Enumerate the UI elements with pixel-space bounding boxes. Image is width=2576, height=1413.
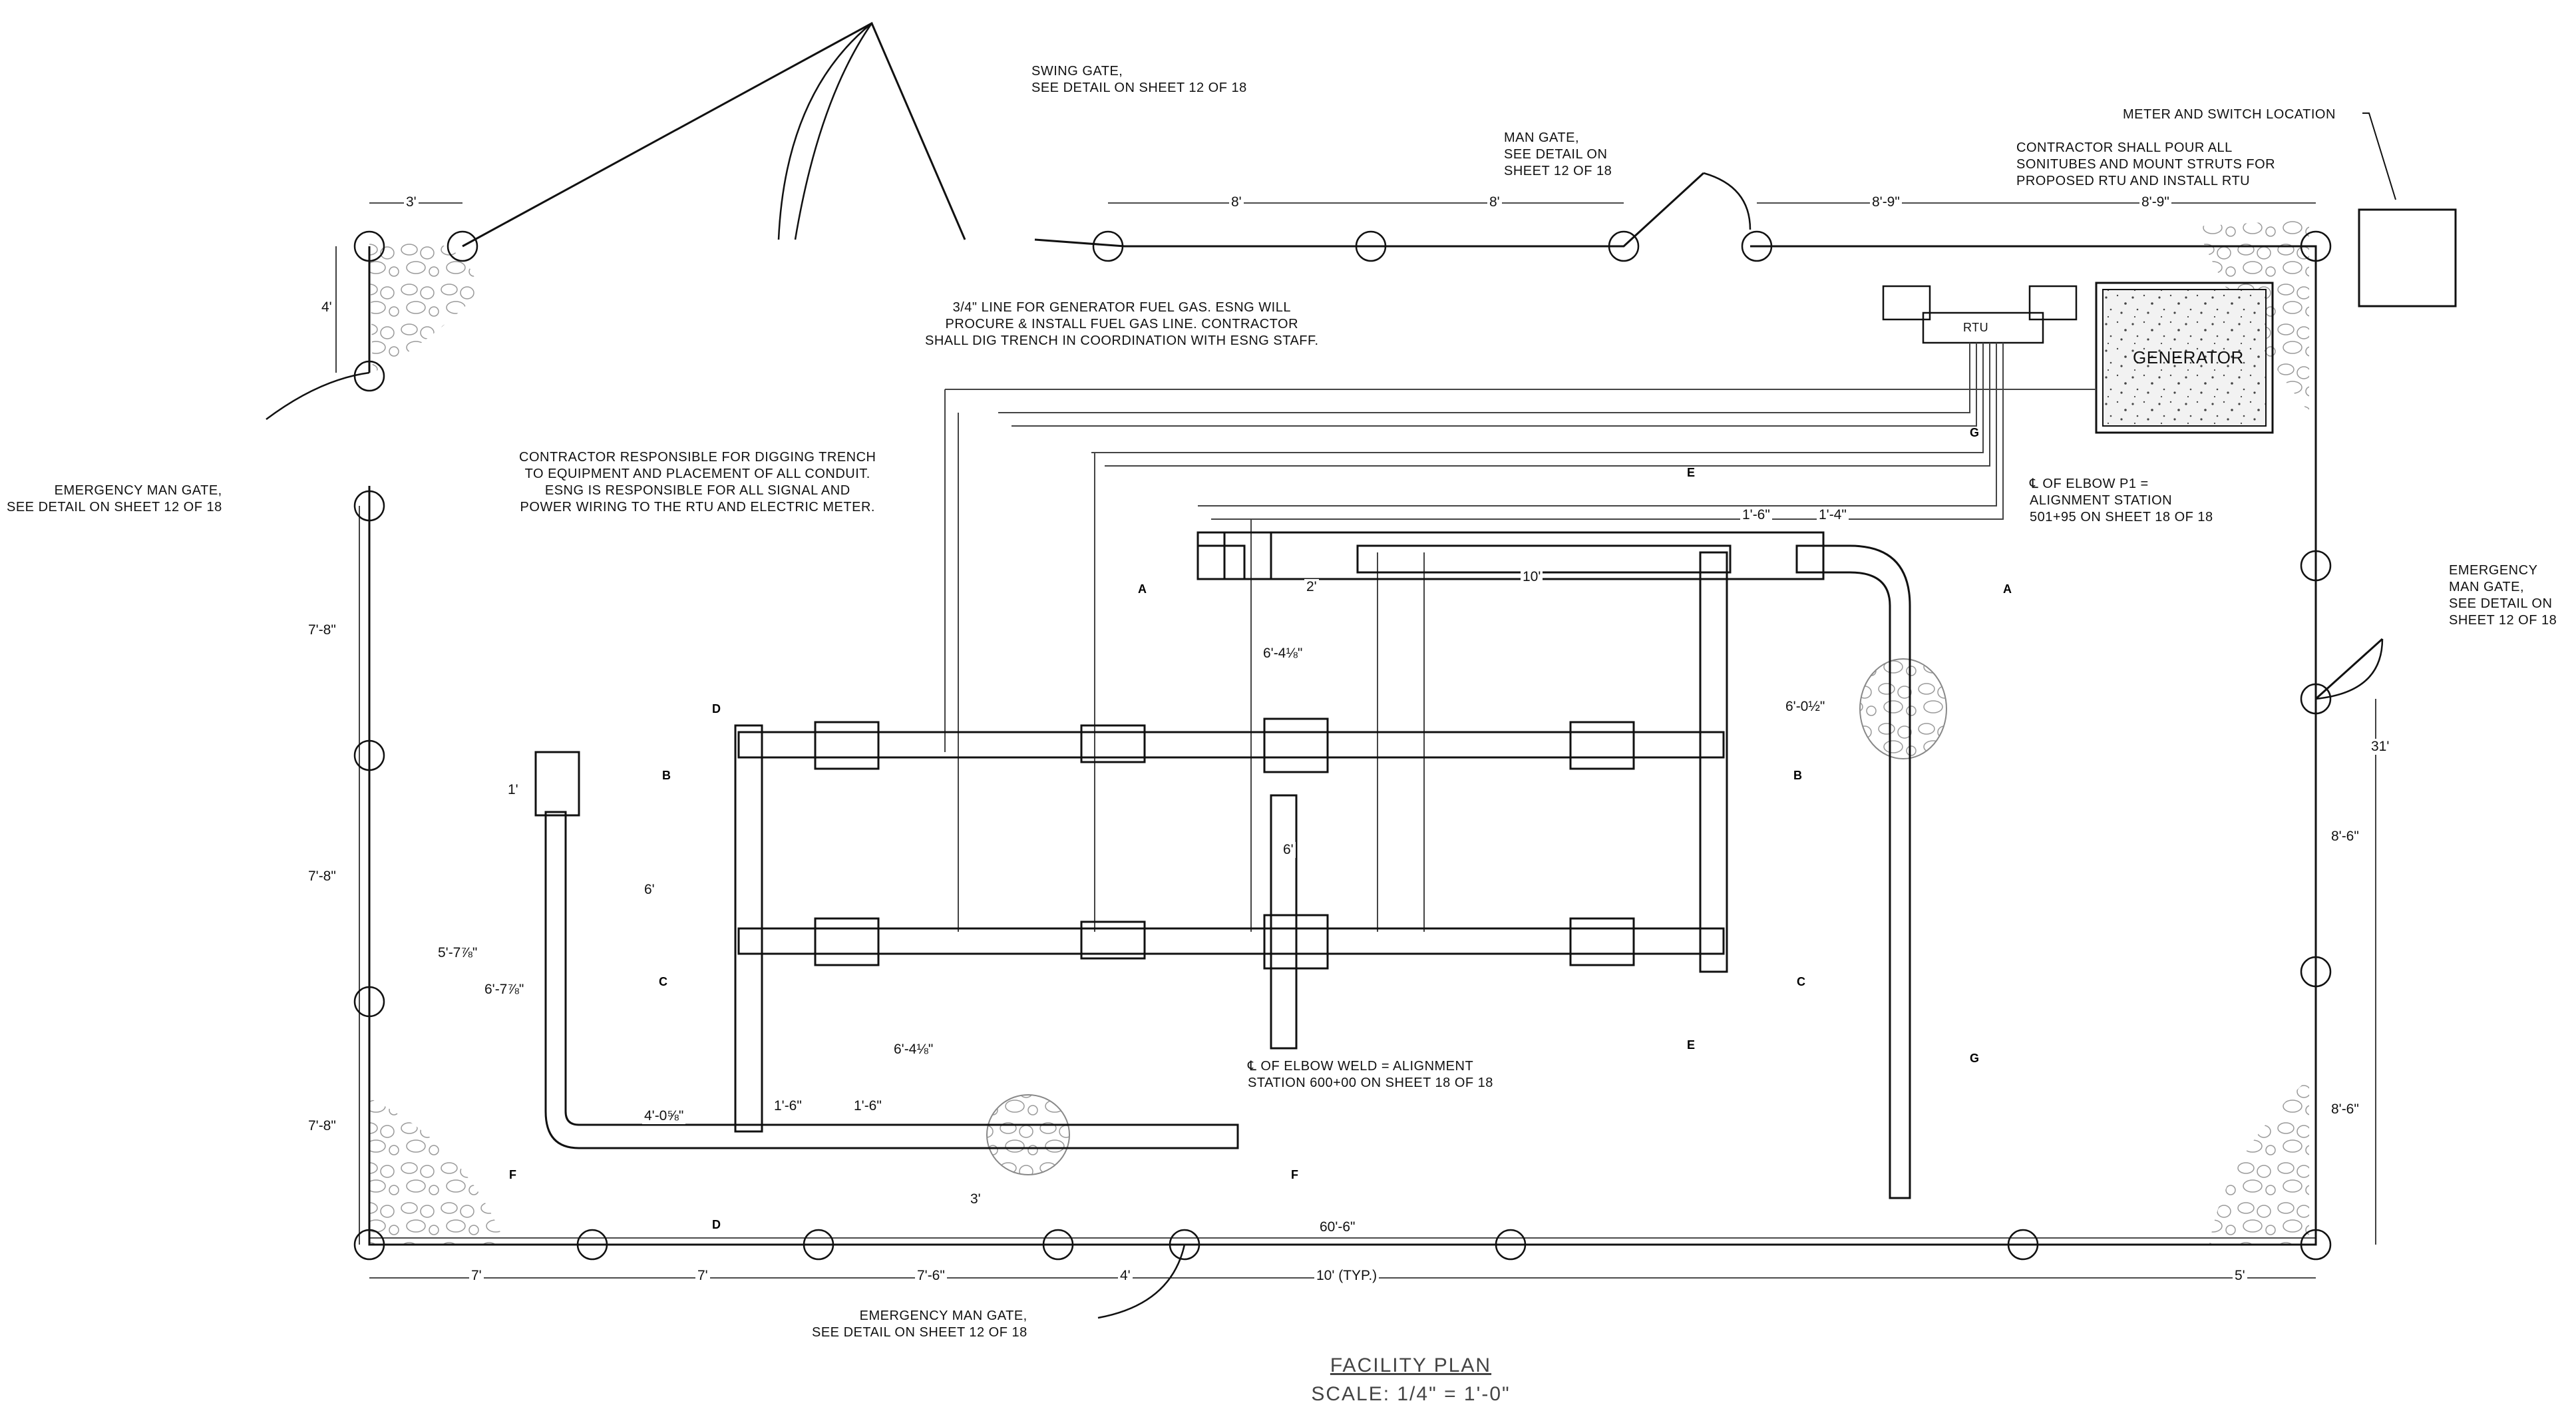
callout-trench: CONTRACTOR RESPONSIBLE FOR DIGGING TRENC…	[519, 450, 876, 514]
section-tag-g-top: G	[1970, 426, 1980, 439]
dim-pipe-6b: 6'	[642, 882, 657, 898]
dim-bottom-4: 4'	[1118, 1268, 1133, 1284]
dim-overall-60-6: 60'-6"	[1318, 1219, 1358, 1235]
section-tag-e-bottom: E	[1687, 1038, 1696, 1052]
section-tag-c-right: C	[1797, 975, 1805, 988]
dim-pipe-3: 3'	[968, 1191, 983, 1207]
rtu-unit	[1882, 285, 2078, 344]
dim-top-8-9b: 8'-9"	[2139, 194, 2171, 210]
section-tag-g-bottom: G	[1970, 1052, 1980, 1065]
dim-pipe-1-6c: 1'-6"	[852, 1098, 884, 1114]
callout-emergency-gate-right: EMERGENCY MAN GATE, SEE DETAIL ON SHEET …	[2449, 563, 2557, 628]
dim-pipe-1-6b: 1'-6"	[772, 1098, 804, 1114]
dim-left-4: 4'	[319, 300, 334, 315]
section-tag-f-right: F	[1291, 1168, 1298, 1181]
dim-top-3: 3'	[404, 194, 419, 210]
section-tag-c-left: C	[659, 975, 667, 988]
section-tag-d-bottom: D	[712, 1218, 721, 1231]
dim-pipe-1: 1'	[506, 782, 520, 798]
dim-right-8-6a: 8'-6"	[2329, 829, 2361, 845]
section-tag-b-right: B	[1793, 769, 1802, 782]
dim-pipe-1-6a: 1'-6"	[1740, 507, 1772, 523]
dim-top-8b: 8'	[1487, 194, 1502, 210]
valves-flanges	[534, 531, 1635, 970]
dim-top-8a: 8'	[1229, 194, 1244, 210]
callout-fuel-gas: 3/4" LINE FOR GENERATOR FUEL GAS. ESNG W…	[925, 300, 1319, 348]
dim-bottom-7a: 7'	[469, 1268, 484, 1284]
dim-bottom-10: 10' (TYP.)	[1314, 1268, 1380, 1284]
conduit-lines	[944, 343, 2096, 932]
dim-bottom-5: 5'	[2233, 1268, 2247, 1284]
drawing-title: FACILITY PLAN	[1330, 1354, 1492, 1376]
dim-top-8-9a: 8'-9"	[1870, 194, 1902, 210]
dim-right-31: 31'	[2369, 739, 2392, 755]
dim-pipe-1-4: 1'-4"	[1817, 507, 1849, 523]
dim-pipe-6-4: 6'-4⅛"	[1261, 646, 1305, 662]
section-tag-d-top: D	[712, 702, 721, 715]
callout-emergency-gate-left: EMERGENCY MAN GATE, SEE DETAIL ON SHEET …	[7, 483, 222, 514]
dim-pipe-10: 10'	[1521, 569, 1543, 585]
dim-pipe-2: 2'	[1304, 579, 1319, 595]
stone-areas	[369, 220, 2309, 1245]
rtu-label: RTU	[1963, 321, 1989, 334]
dim-bottom-7-6: 7'-6"	[915, 1268, 947, 1284]
section-tag-b-left: B	[662, 769, 671, 782]
callout-meter-switch: METER AND SWITCH LOCATION	[2123, 107, 2336, 122]
dim-left-7-8b: 7'-8"	[306, 869, 338, 885]
callout-swing-gate: SWING GATE, SEE DETAIL ON SHEET 12 OF 18	[1031, 64, 1247, 95]
generator-label: GENERATOR	[2133, 347, 2244, 367]
generator-pad	[2095, 282, 2274, 434]
dim-right-8-6b: 8'-6"	[2329, 1102, 2361, 1117]
fence-posts	[353, 230, 2332, 1261]
dim-bottom-7b: 7'	[695, 1268, 710, 1284]
dim-pipe-6-0: 6'-0½"	[1783, 699, 1827, 715]
dim-pipe-4-0: 4'-0⅝"	[642, 1108, 686, 1124]
dim-pipe-6a: 6'	[1281, 842, 1296, 858]
gate-swings	[266, 23, 2384, 1319]
callout-man-gate: MAN GATE, SEE DETAIL ON SHEET 12 OF 18	[1504, 130, 1612, 178]
section-tag-a-left: A	[1138, 582, 1147, 596]
section-tag-f-left: F	[509, 1168, 516, 1181]
dim-left-7-8c: 7'-8"	[306, 1118, 338, 1134]
section-tag-e-top: E	[1687, 466, 1696, 479]
dim-pipe-5-7: 5'-7⅞"	[436, 945, 480, 961]
callout-rtu-note: CONTRACTOR SHALL POUR ALL SONITUBES AND …	[2016, 140, 2276, 188]
drawing-scale: SCALE: 1/4" = 1'-0"	[1311, 1383, 1511, 1405]
callout-emergency-gate-bottom: EMERGENCY MAN GATE, SEE DETAIL ON SHEET …	[812, 1309, 1027, 1340]
piping	[544, 531, 1911, 1199]
dim-pipe-6-4b: 6'-4⅛"	[892, 1042, 936, 1058]
dim-left-7-8a: 7'-8"	[306, 622, 338, 638]
meter-switch-box	[2358, 208, 2457, 307]
callout-elbow-p1: ℄ OF ELBOW P1 = ALIGNMENT STATION 501+95…	[2030, 477, 2213, 524]
dim-pipe-6-7: 6'-7⅞"	[482, 982, 526, 998]
callout-elbow-weld: ℄ OF ELBOW WELD = ALIGNMENT STATION 600+…	[1248, 1059, 1493, 1090]
section-tag-a-right: A	[2003, 582, 2012, 596]
